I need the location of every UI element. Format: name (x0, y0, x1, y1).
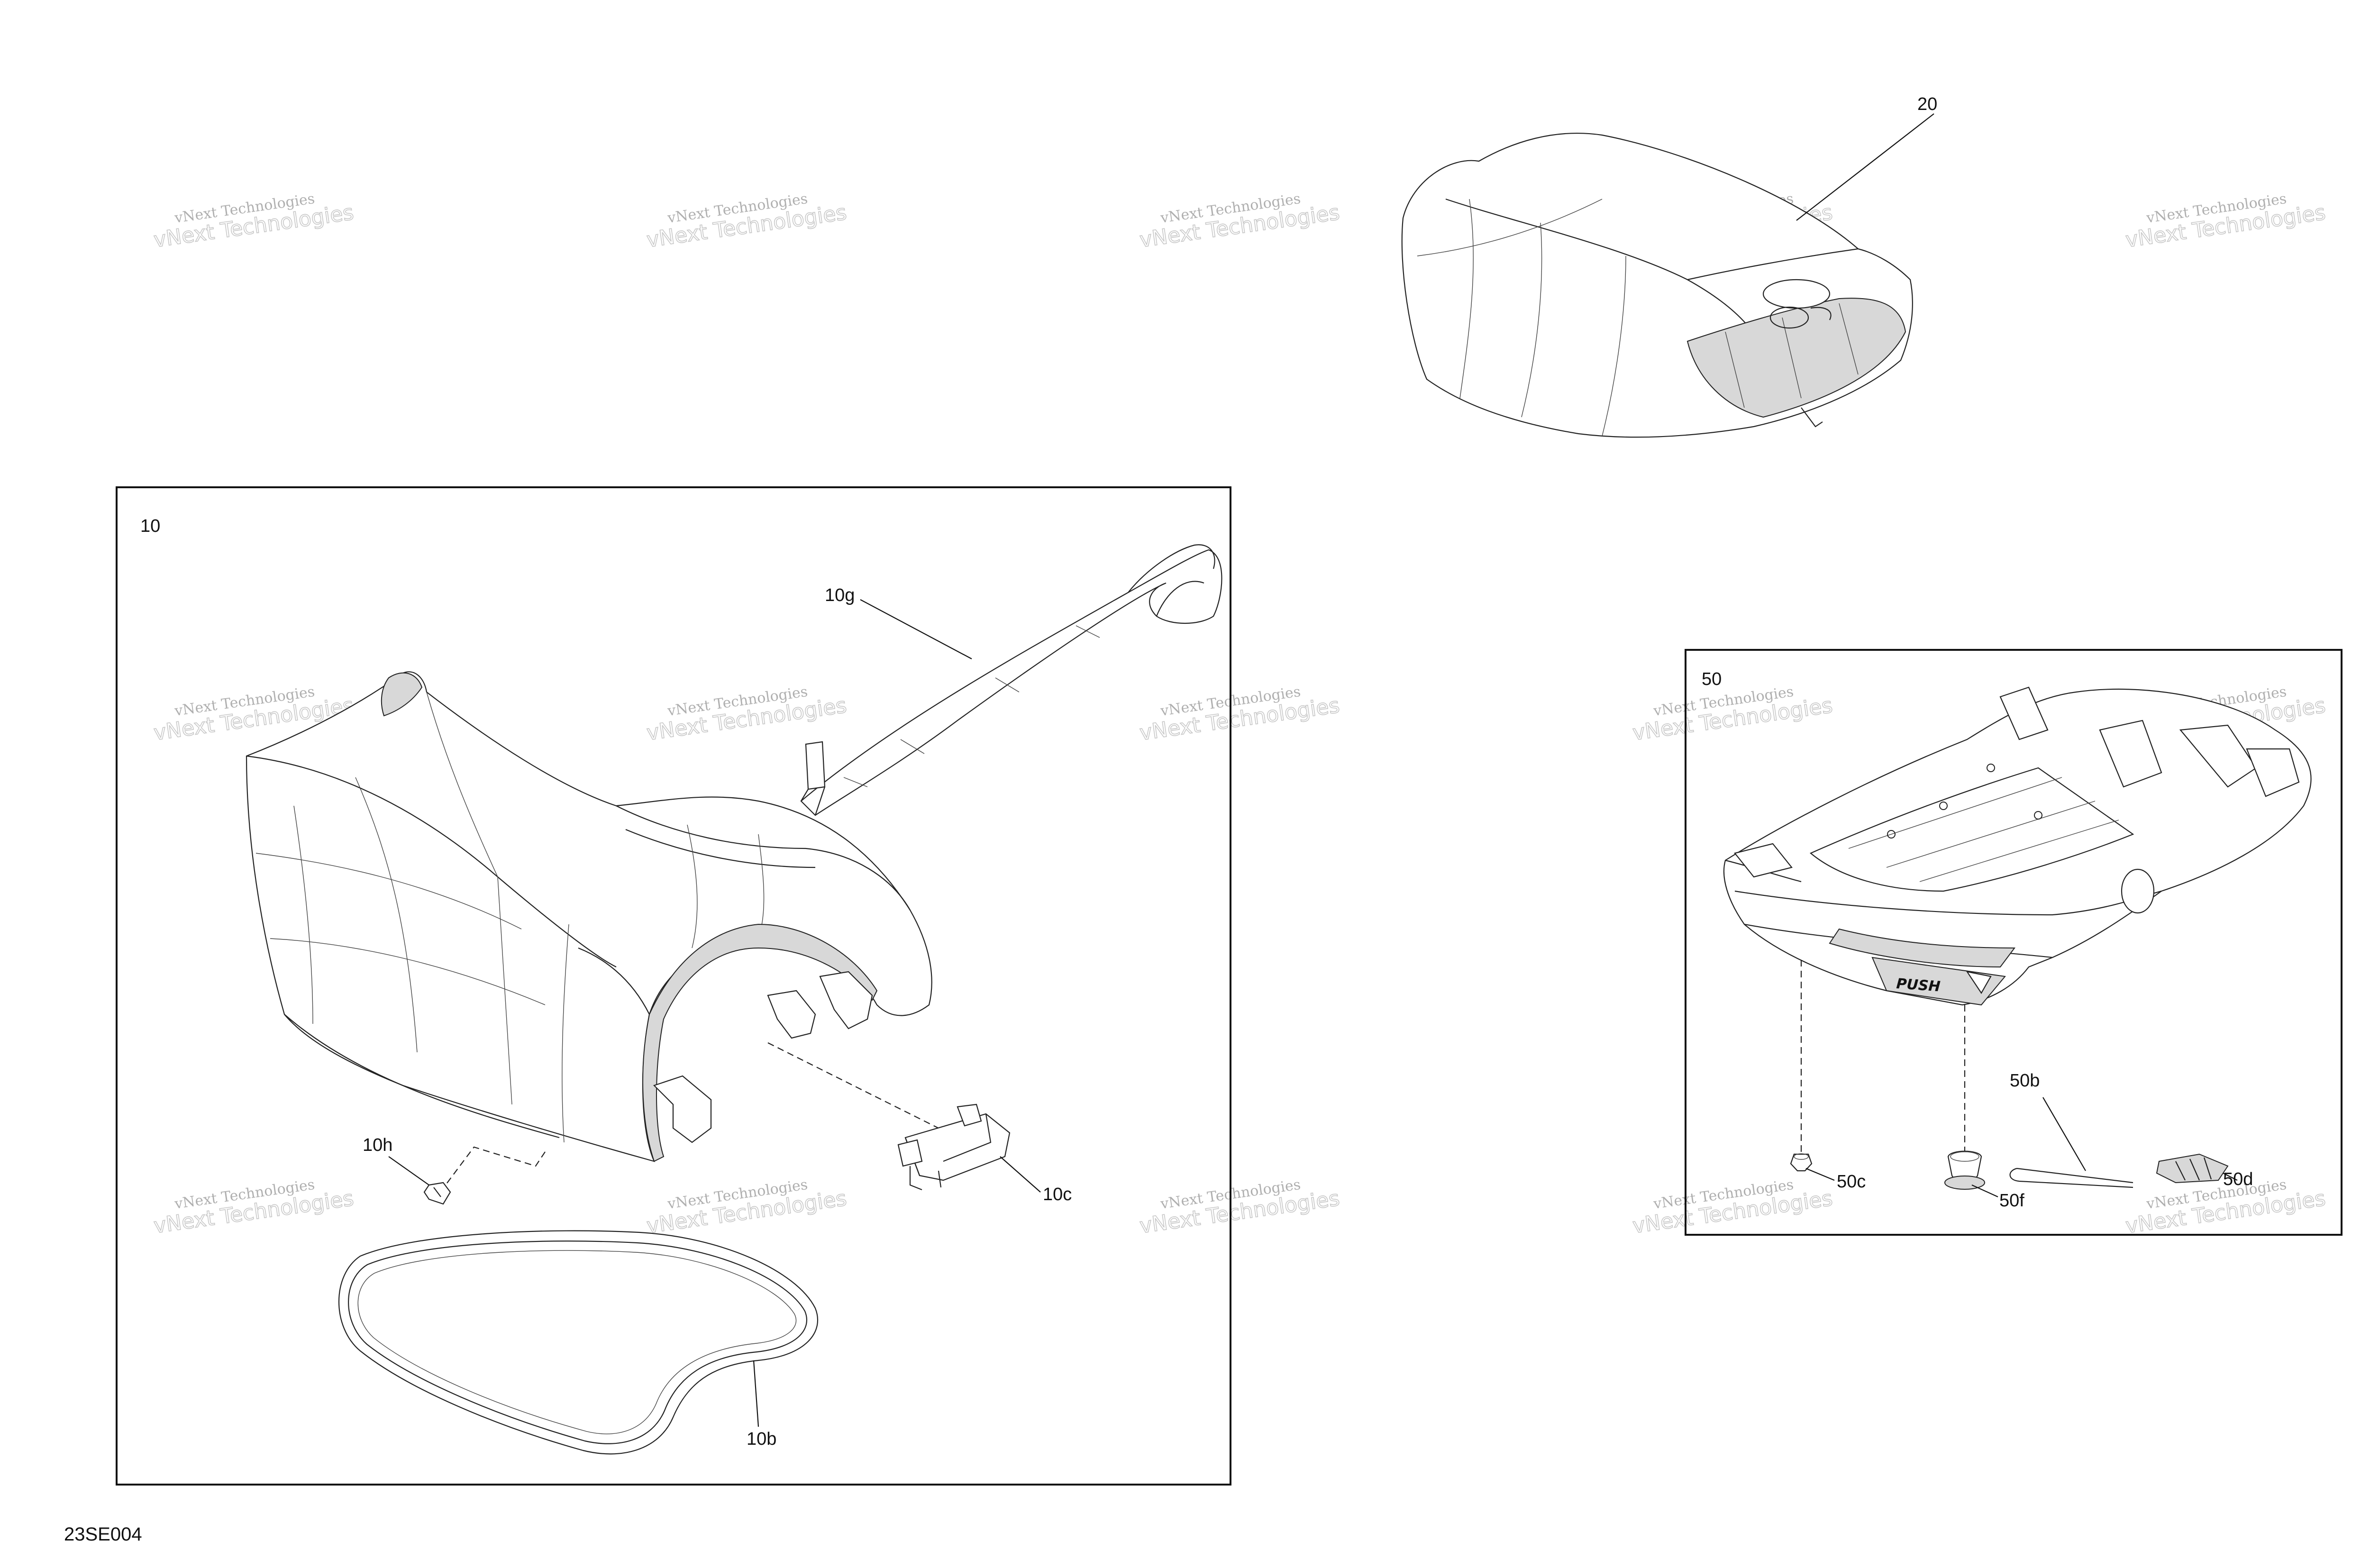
watermark: vNext Technologies vNext Technologies (1631, 684, 1834, 746)
leader-50f (1971, 1184, 1998, 1198)
callout-50c: 50c (1837, 1172, 1866, 1192)
part-50d-clip[interactable] (2156, 1153, 2229, 1184)
callout-50f: 50f (1999, 1191, 2024, 1211)
assembly-line-10h (445, 1146, 546, 1185)
callout-50d: 50d (2223, 1169, 2253, 1189)
leader-20 (1796, 113, 1934, 221)
part-20-rear-seat[interactable] (1401, 132, 1913, 438)
watermark: vNext Technologies vNext Technologies (645, 191, 848, 253)
watermark: vNext Technologies vNext Technologies (152, 191, 356, 253)
watermark: vNext Technologies vNext Technologies (645, 1176, 848, 1239)
group-box-50 (1685, 649, 2343, 1236)
callout-10: 10 (140, 516, 160, 536)
leader-50b (2042, 1097, 2086, 1171)
push-label: PUSH (1896, 975, 1941, 995)
assembly-line-10c (767, 1042, 939, 1129)
watermark: vNext Technologies vNext Technologies (1138, 1176, 1341, 1239)
part-50b-cable[interactable] (2009, 1167, 2133, 1188)
group-box-10 (116, 486, 1231, 1486)
callout-10b: 10b (747, 1429, 776, 1449)
watermark: vNext Technologies vNext Technologies (645, 684, 848, 746)
diagram-code: 23SE004 (64, 1524, 142, 1545)
leader-10b (753, 1360, 759, 1427)
watermark: vNext Technologies vNext Technologies (1138, 191, 1341, 253)
callout-10g: 10g (825, 585, 855, 605)
watermark: vNext Technologies vNext Technologies (1631, 1176, 1834, 1239)
callout-10c: 10c (1043, 1185, 1072, 1204)
part-10-seat[interactable] (246, 671, 932, 1162)
leader-10c (1000, 1156, 1041, 1193)
leader-10h (388, 1156, 429, 1185)
part-50-storage-bin[interactable]: PUSH (1723, 686, 2312, 1006)
callout-50b: 50b (2010, 1071, 2040, 1091)
part-10h-clip[interactable] (423, 1182, 451, 1205)
leader-50c (1805, 1167, 1835, 1181)
callout-10h: 10h (363, 1135, 392, 1155)
callout-50: 50 (1702, 669, 1722, 689)
part-50f-grommet[interactable] (1944, 1150, 1985, 1190)
leader-50d (2223, 1173, 2238, 1181)
part-50c-nut[interactable] (1790, 1153, 1813, 1172)
watermark: vNext Technologies vNext Technologies (2124, 191, 2327, 253)
callout-20: 20 (1917, 94, 1937, 114)
part-10c-latch[interactable] (897, 1103, 1011, 1191)
watermark: vNext Technologies vNext Technologies (152, 1176, 356, 1239)
part-10b-gasket[interactable] (338, 1230, 818, 1455)
part-10g-strap[interactable] (800, 544, 1222, 816)
leader-10g (860, 599, 972, 659)
watermark: vNext Technologies vNext Technologies (1138, 684, 1341, 746)
